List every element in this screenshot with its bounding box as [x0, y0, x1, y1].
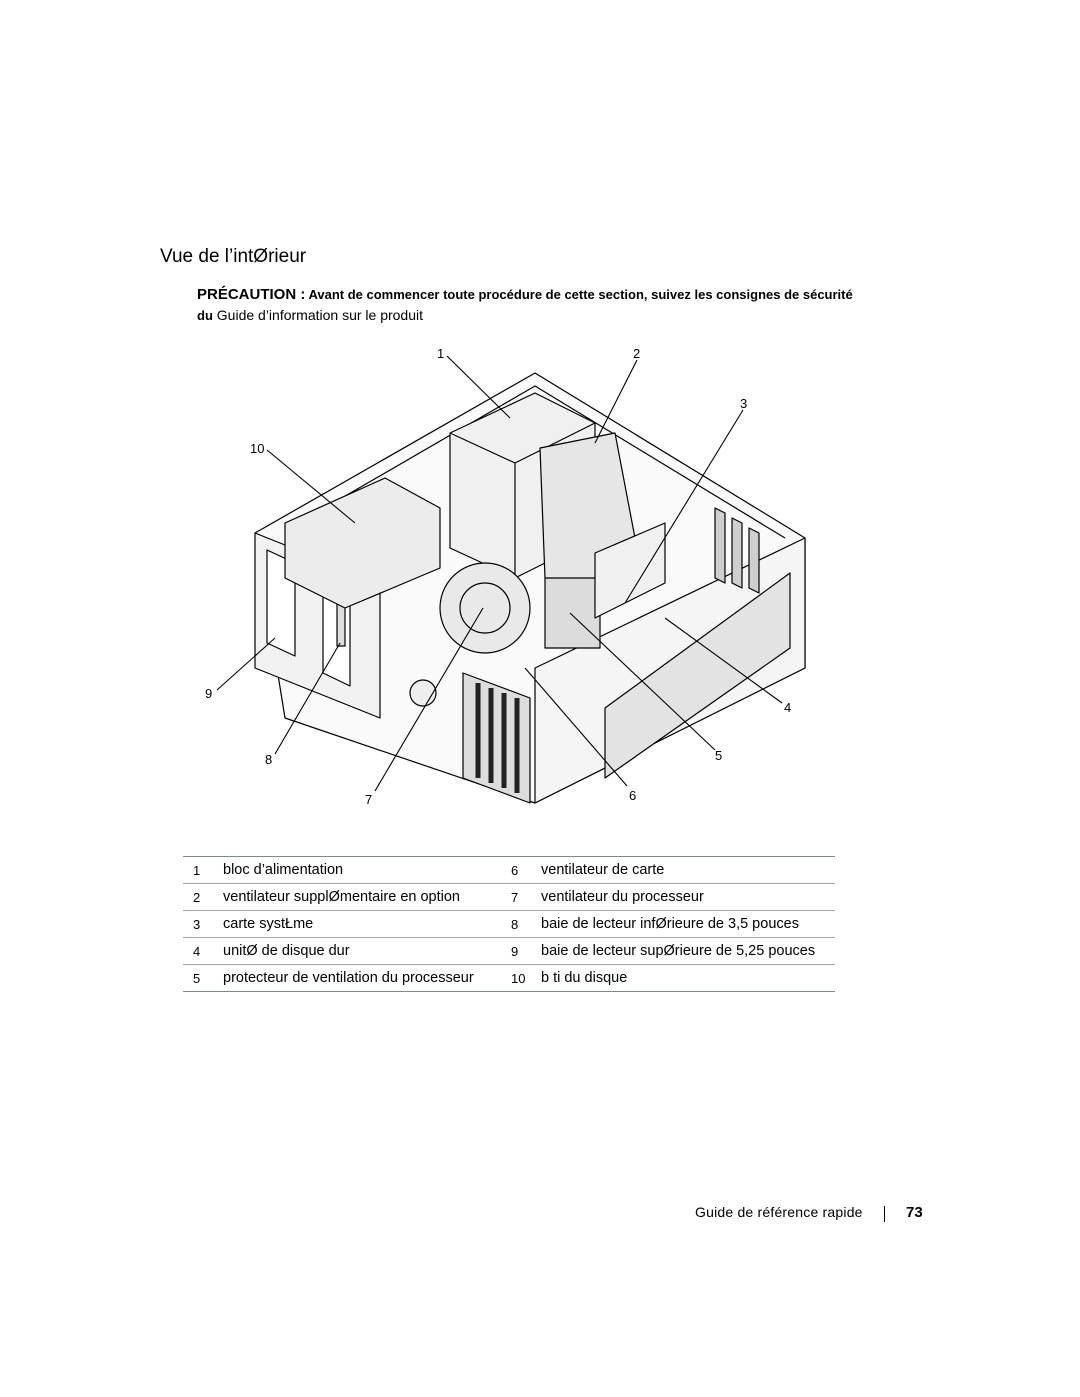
table-row: 4 unitØ de disque dur 9 baie de lecteur …	[183, 937, 835, 965]
callout-9: 9	[205, 686, 212, 701]
caution-bold-text: Avant de commencer toute procédure de ce…	[197, 287, 853, 323]
legend-label: b ti du disque	[541, 964, 835, 992]
hard-drive	[594, 522, 666, 619]
table-row: 2 ventilateur supplØmentaire en option 7…	[183, 883, 835, 911]
caution-label: PRÉCAUTION :	[197, 286, 306, 303]
side-vent	[604, 572, 791, 779]
legend-label: unitØ de disque dur	[223, 937, 508, 965]
footer-guide-title: Guide de référence rapide	[695, 1204, 863, 1220]
callout-7: 7	[365, 792, 372, 807]
caution-product-guide: Guide d’information sur le produit	[212, 307, 423, 323]
heatsink	[544, 577, 601, 649]
table-row: 5 protecteur de ventilation du processeu…	[183, 964, 835, 992]
chassis-rim	[289, 385, 786, 539]
callout-6: 6	[629, 788, 636, 803]
legend-number: 10	[508, 964, 541, 992]
callout-leaders	[216, 355, 783, 792]
legend-label: ventilateur du processeur	[541, 883, 835, 911]
power-button	[409, 679, 437, 707]
footer-separator	[884, 1206, 885, 1222]
legend-label: baie de lecteur infØrieure de 3,5 pouces	[541, 910, 835, 938]
legend-label: baie de lecteur supØrieure de 5,25 pouce…	[541, 937, 835, 965]
legend-label: ventilateur supplØmentaire en option	[223, 883, 508, 911]
legend-number: 5	[183, 964, 223, 992]
legend-label: ventilateur de carte	[541, 856, 835, 884]
callout-legend-table: 1 bloc d’alimentation 6 ventilateur de c…	[183, 856, 835, 992]
table-row: 3 carte systŁme 8 baie de lecteur infØri…	[183, 910, 835, 938]
legend-number: 6	[508, 856, 541, 884]
callout-1: 1	[437, 346, 444, 361]
legend-label: carte systŁme	[223, 910, 508, 938]
legend-number: 3	[183, 910, 223, 938]
page-number: 73	[906, 1204, 923, 1221]
callout-2: 2	[633, 346, 640, 361]
legend-label: protecteur de ventilation du processeur	[223, 964, 508, 992]
processor-fan	[439, 562, 531, 654]
table-row: 1 bloc d’alimentation 6 ventilateur de c…	[183, 856, 835, 884]
legend-number: 2	[183, 883, 223, 911]
legend-number: 8	[508, 910, 541, 938]
computer-interior-illustration: 1 2 3 4 5 6 7 8 9 10	[205, 346, 806, 807]
legend-number: 9	[508, 937, 541, 965]
drive-cage	[284, 477, 441, 609]
callout-10: 10	[250, 441, 264, 456]
page-title: Vue de l’intØrieur	[160, 246, 307, 267]
legend-number: 4	[183, 937, 223, 965]
legend-number: 1	[183, 856, 223, 884]
grille-slots	[475, 683, 520, 793]
legend-number: 7	[508, 883, 541, 911]
callout-5: 5	[715, 748, 722, 763]
callout-8: 8	[265, 752, 272, 767]
expansion-cards	[714, 507, 760, 594]
caution-notice: PRÉCAUTION : Avant de commencer toute pr…	[197, 285, 857, 326]
callout-3: 3	[740, 396, 747, 411]
callout-4: 4	[784, 700, 791, 715]
legend-label: bloc d’alimentation	[223, 856, 508, 884]
